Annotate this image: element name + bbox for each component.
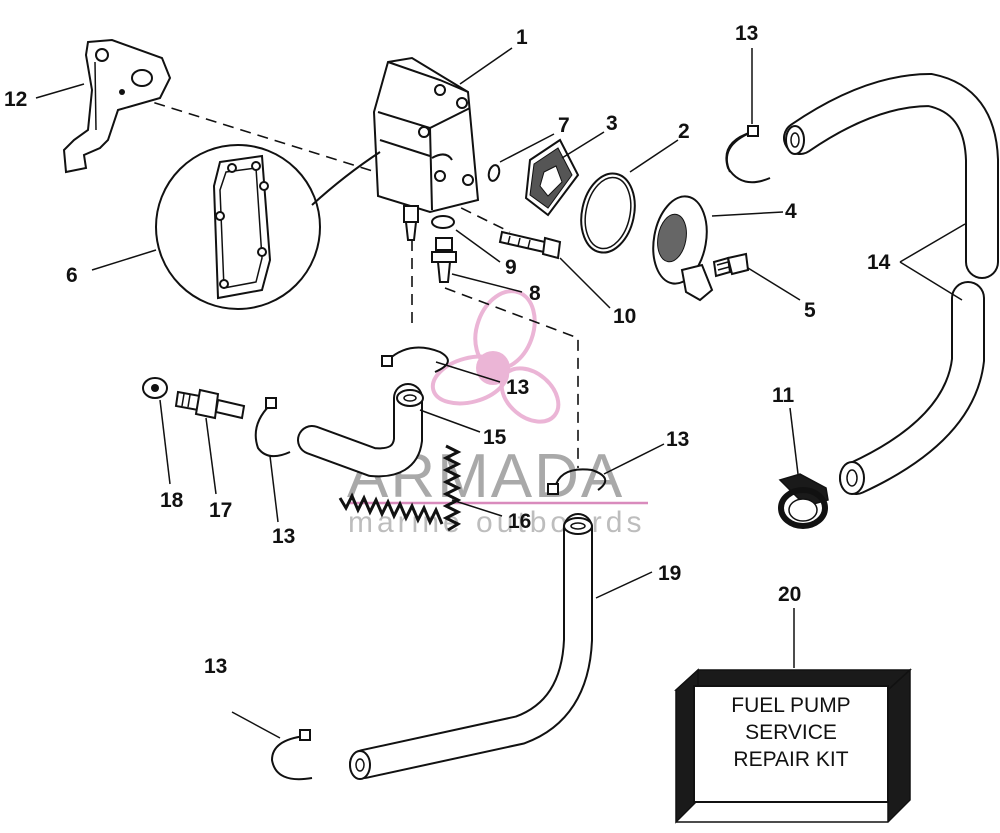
callout-13-bottom: 13 — [204, 655, 227, 678]
callout-13-right: 13 — [666, 428, 689, 451]
screw-part-5 — [712, 252, 750, 278]
callout-5: 5 — [804, 299, 816, 322]
clip-part-11 — [778, 473, 829, 529]
clamp-part-13-top — [725, 125, 771, 184]
callout-9: 9 — [505, 256, 517, 279]
callout-4: 4 — [785, 200, 797, 223]
washer-part-18 — [142, 377, 168, 399]
clamp-part-13-bottom — [270, 729, 313, 781]
callout-15: 15 — [483, 426, 507, 449]
callout-16: 16 — [508, 510, 531, 533]
gasket-detail-part-6 — [155, 144, 381, 310]
callout-6: 6 — [66, 264, 78, 287]
callout-10: 10 — [613, 305, 636, 328]
callout-12: 12 — [4, 88, 27, 111]
callout-18: 18 — [160, 489, 184, 512]
clamp-part-13-left — [254, 397, 291, 458]
callout-13-mid: 13 — [506, 376, 529, 399]
kit-label-line-1: FUEL PUMP — [731, 694, 850, 717]
kit-label-line-2: SERVICE — [745, 721, 837, 744]
fitting-part-8 — [431, 237, 457, 283]
repair-kit-box-part-20: FUEL PUMP SERVICE REPAIR KIT — [674, 668, 912, 824]
hose-part-19 — [349, 513, 593, 780]
callout-13-left: 13 — [272, 525, 295, 548]
callout-8: 8 — [529, 282, 541, 305]
callout-14: 14 — [867, 251, 891, 274]
callout-17: 17 — [209, 499, 232, 522]
fitting-part-17 — [174, 388, 246, 420]
callout-11: 11 — [772, 384, 795, 407]
cover-part-4 — [652, 195, 714, 302]
clamp-part-13-mid — [381, 346, 449, 373]
screen-part-3 — [524, 138, 580, 217]
leader-lines — [35, 47, 966, 739]
elbow-hose-part-15 — [297, 383, 424, 478]
washer-part-9 — [431, 215, 455, 229]
callout-7: 7 — [558, 114, 570, 137]
hose-part-14 — [783, 72, 999, 495]
assembly-lines — [119, 91, 579, 468]
callout-3: 3 — [606, 112, 618, 135]
callout-20: 20 — [778, 583, 801, 606]
callout-13-top: 13 — [735, 22, 758, 45]
fuel-pump-part-1 — [372, 56, 480, 241]
spring-part-16 — [338, 444, 462, 532]
callout-labels: 1 2 3 4 5 6 7 8 9 10 11 12 13 13 13 13 1… — [4, 22, 891, 678]
callout-19: 19 — [658, 562, 681, 585]
armada-logo — [430, 289, 561, 424]
clamp-part-13-right — [547, 468, 607, 495]
kit-label-line-3: REPAIR KIT — [733, 748, 848, 771]
callout-1: 1 — [516, 26, 528, 49]
o-ring-part-2 — [580, 172, 636, 254]
bracket-part-12 — [62, 38, 172, 174]
callout-2: 2 — [678, 120, 690, 143]
screw-part-10 — [498, 230, 562, 260]
o-ring-part-7 — [487, 164, 501, 182]
